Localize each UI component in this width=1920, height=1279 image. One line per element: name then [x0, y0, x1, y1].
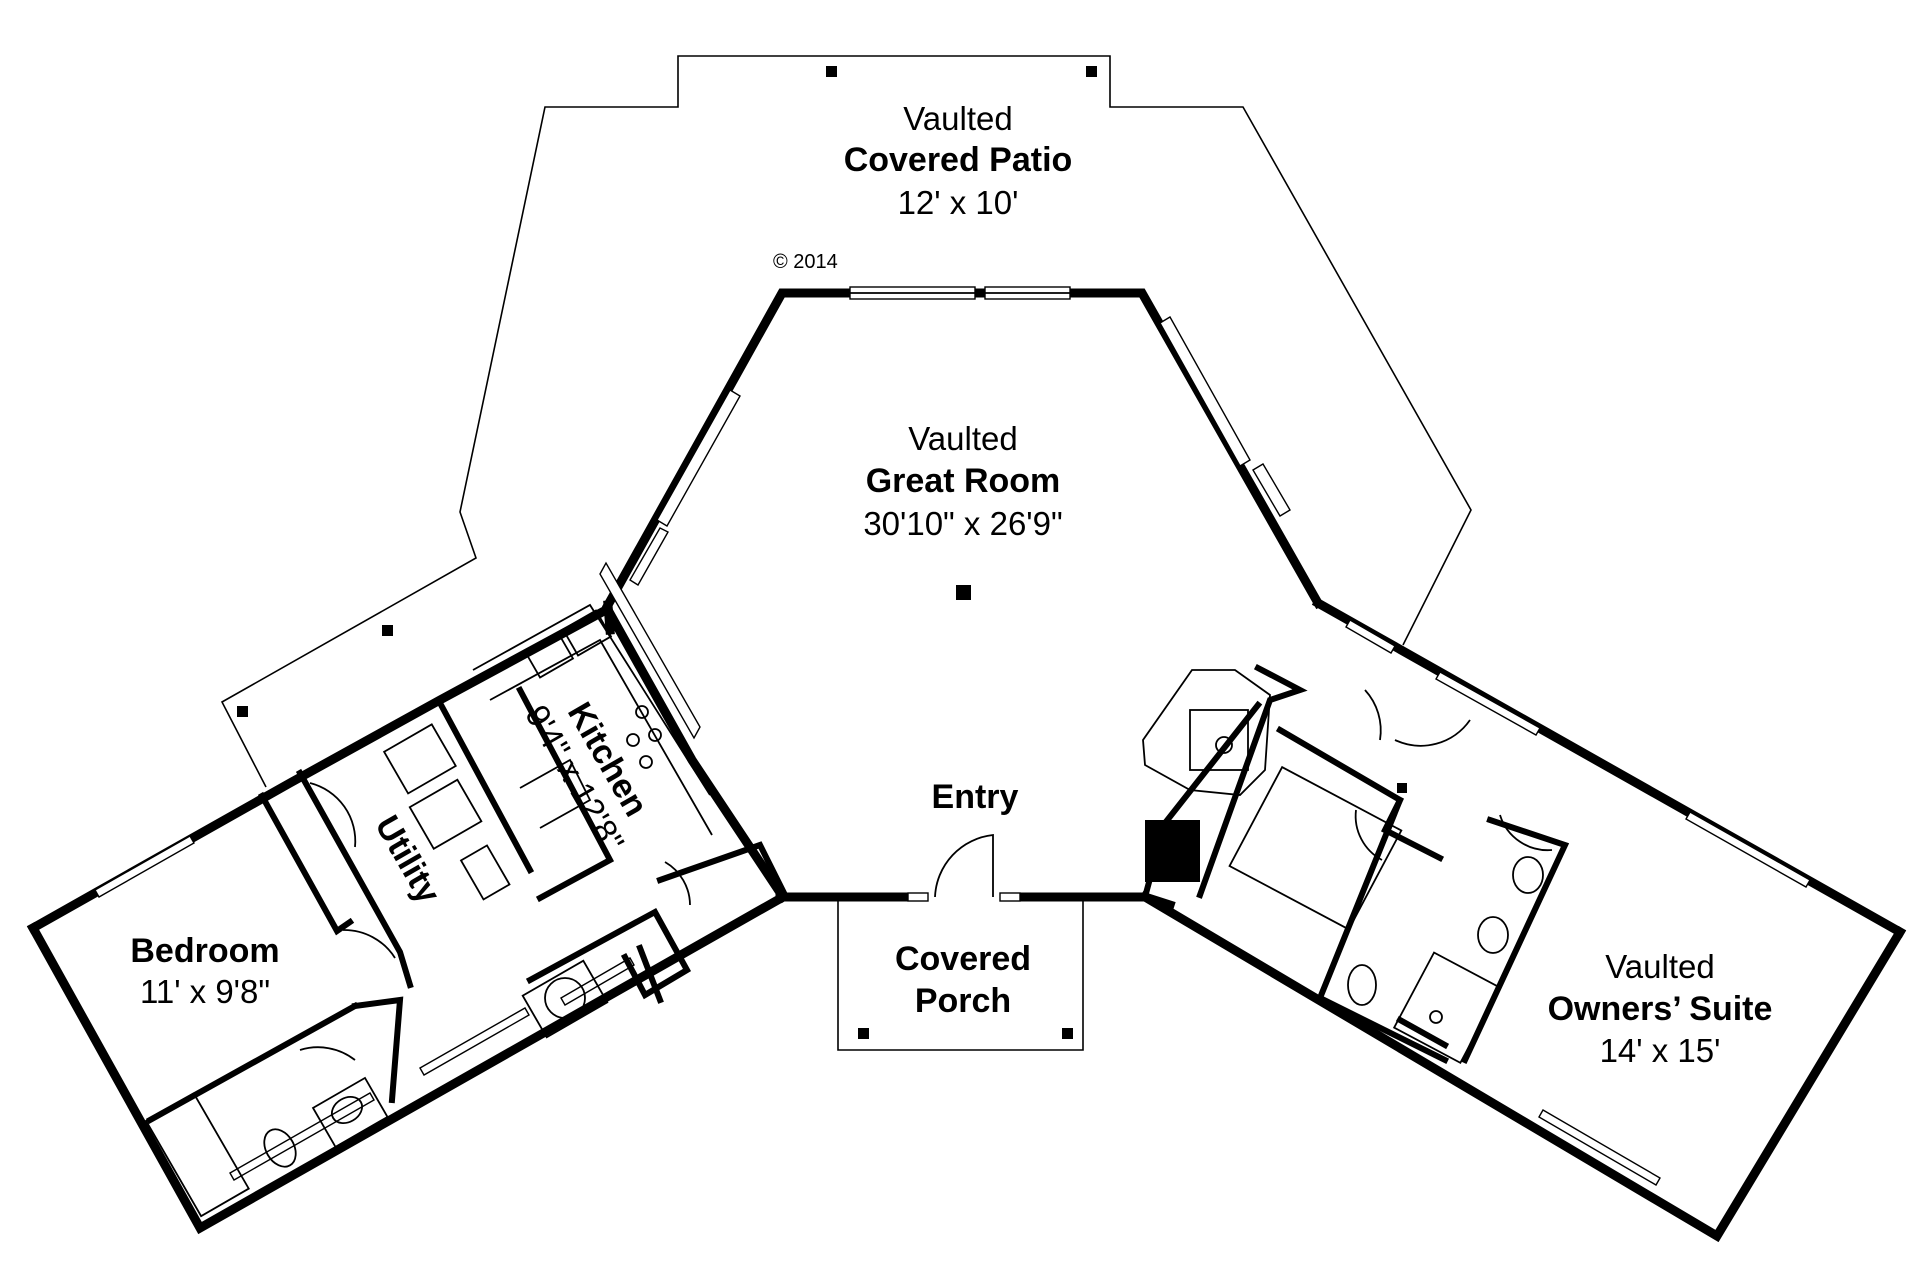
owners-suite-name: Owners’ Suite [1548, 990, 1773, 1028]
patio-qualifier: Vaulted [903, 100, 1012, 137]
left-wing-walls [26, 561, 790, 1235]
entry-name: Entry [932, 778, 1019, 816]
bedroom-name: Bedroom [130, 932, 279, 970]
great-room-windows [629, 286, 1291, 586]
great-room-qualifier: Vaulted [908, 420, 1017, 457]
porch-line1: Covered [895, 940, 1031, 978]
owners-suite-size: 14' x 15' [1600, 1032, 1721, 1069]
porch-line2: Porch [915, 982, 1011, 1020]
copyright-text: © 2014 [773, 251, 838, 273]
patio-size: 12' x 10' [898, 184, 1019, 221]
patio-name: Covered Patio [844, 141, 1073, 179]
utility-name: Utility [367, 809, 447, 910]
great-room-name: Great Room [866, 462, 1061, 500]
owners-suite-qualifier: Vaulted [1605, 948, 1714, 985]
room-labels: Vaulted Covered Patio 12' x 10' © 2014 V… [130, 100, 1772, 1069]
covered-patio-outline [220, 55, 1472, 788]
great-room-size: 30'10" x 26'9" [863, 505, 1062, 542]
entry-and-porch [837, 833, 1084, 1051]
bedroom-size: 11' x 9'8" [140, 973, 270, 1010]
right-wing-walls [1138, 596, 1907, 1243]
